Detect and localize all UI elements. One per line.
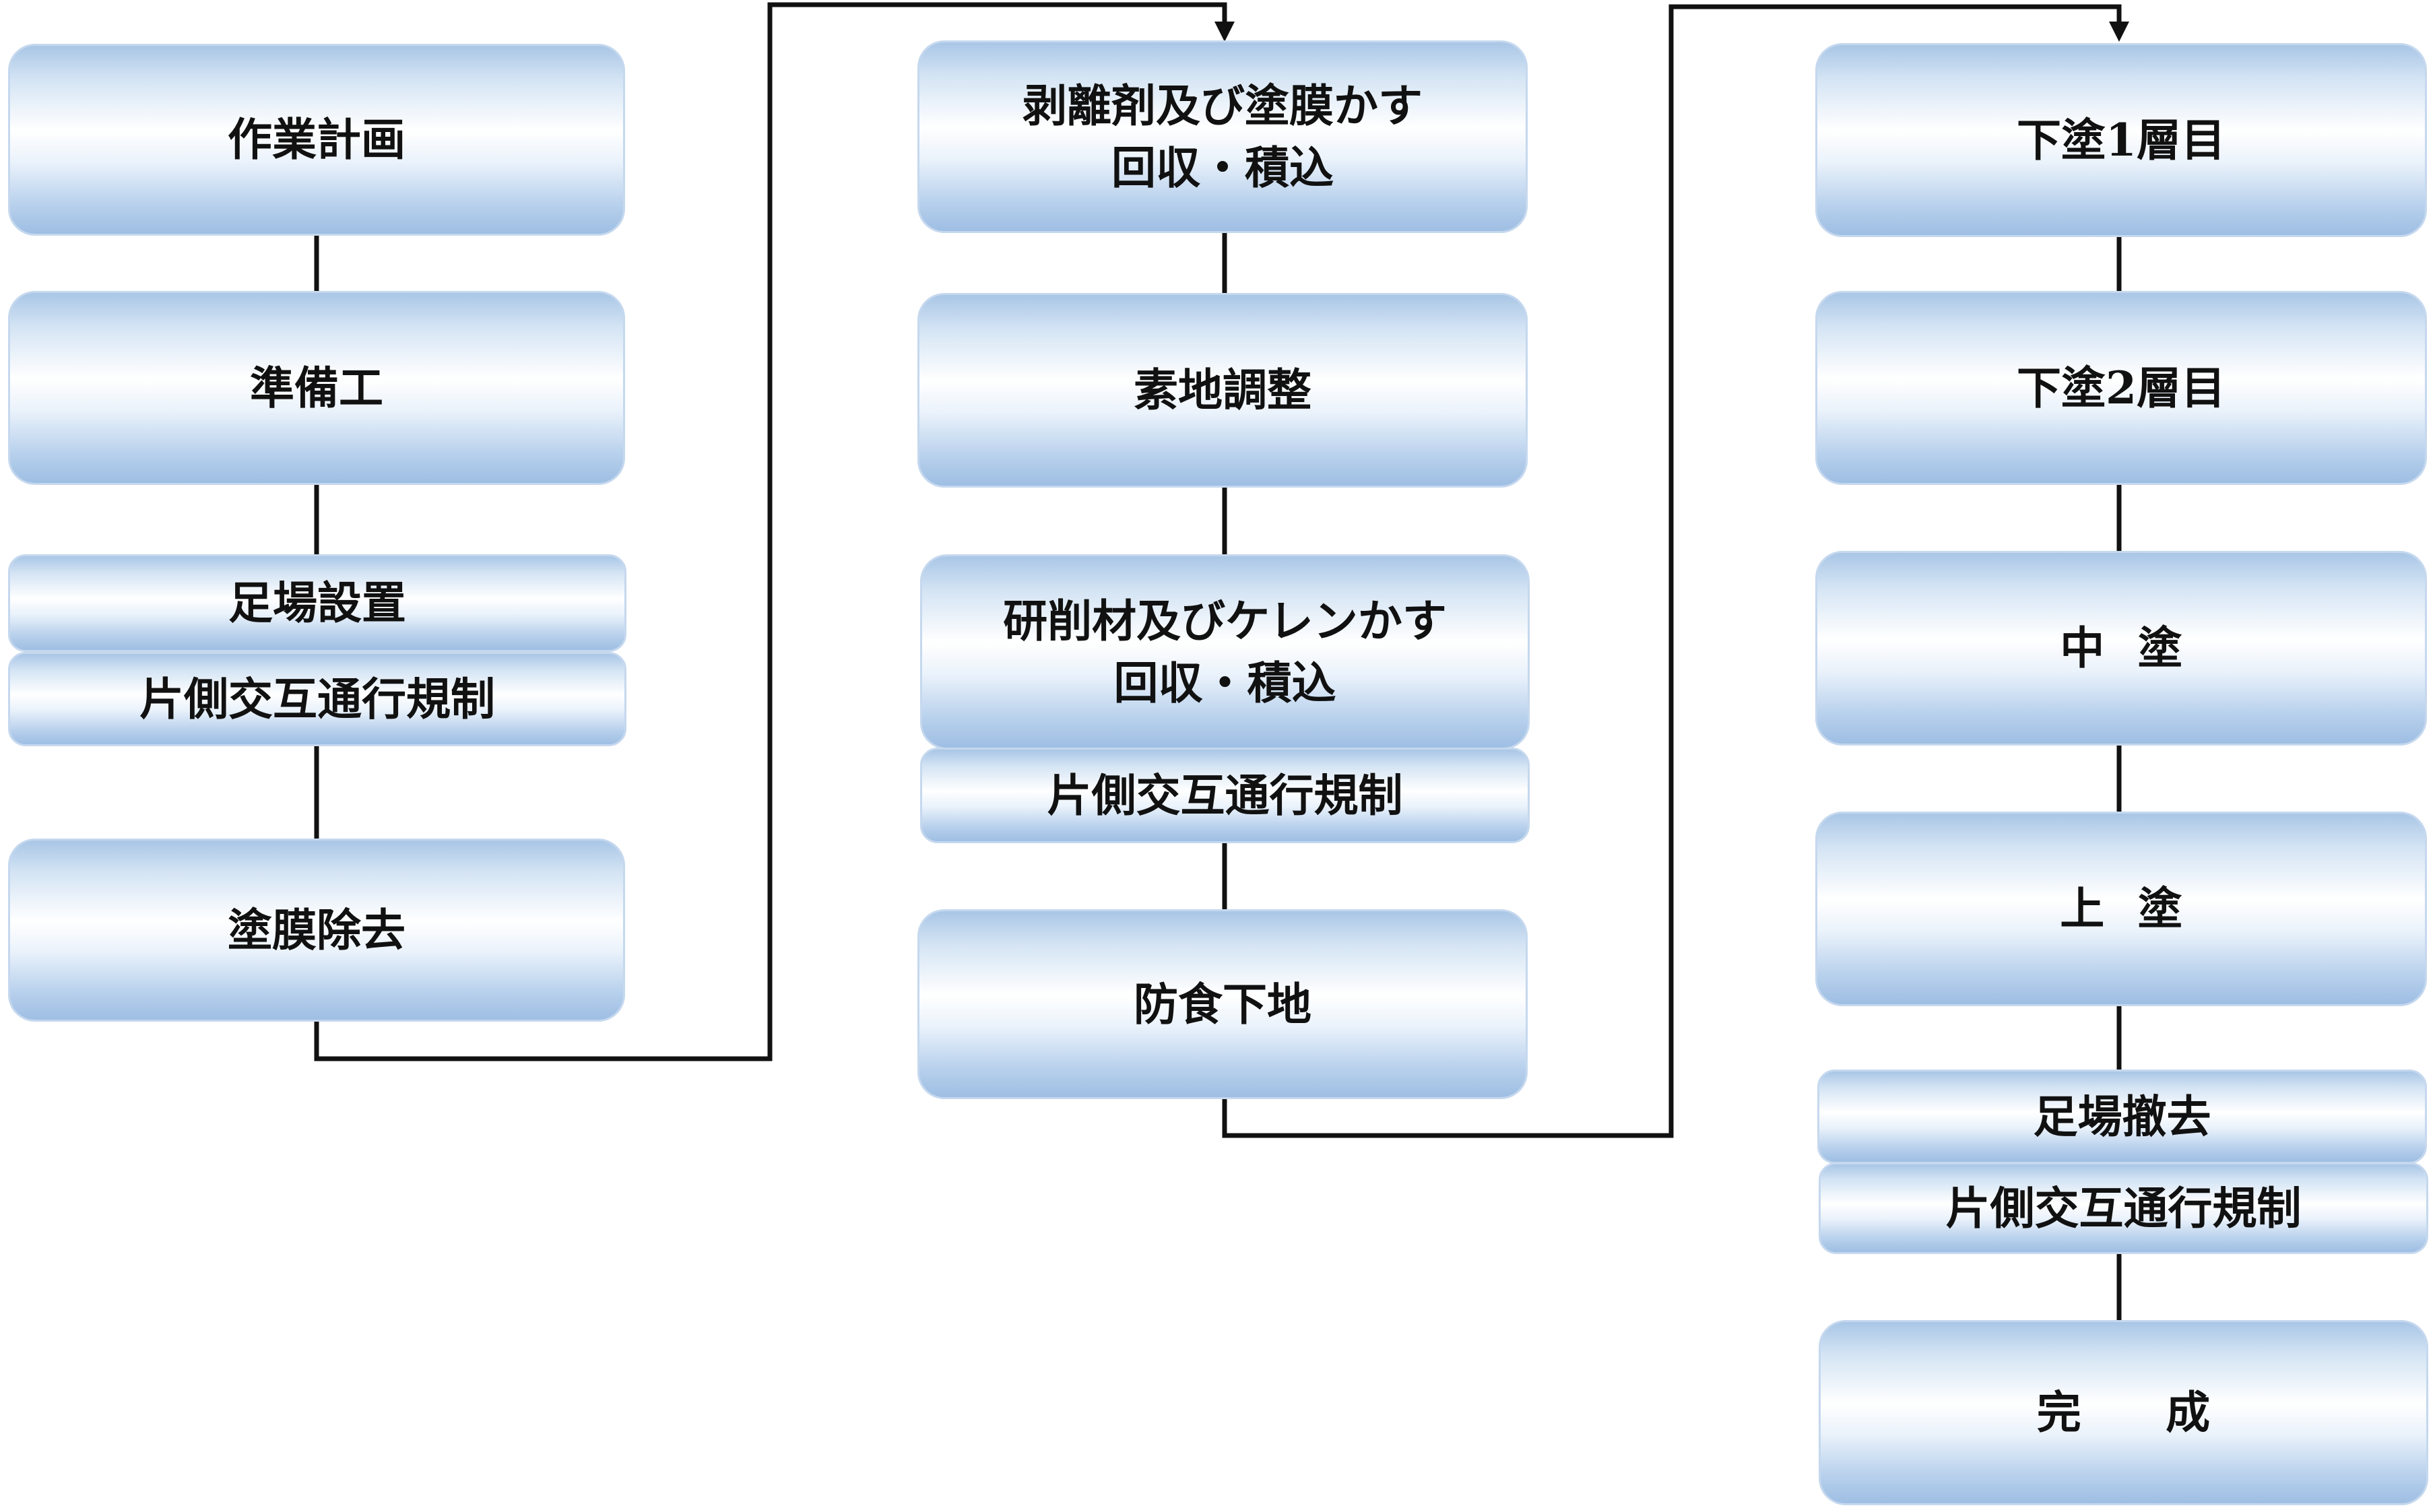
step-label: 片側交互通行規制: [1047, 768, 1403, 822]
step-label: 上塗: [2060, 882, 2216, 935]
step-completion: 完成: [1819, 1320, 2428, 1505]
step-traffic-control-2: 片側交互通行規制: [920, 748, 1530, 843]
connector-c2-to-c3: [1222, 4, 2122, 1138]
step-preparation: 準備工: [8, 291, 625, 485]
step-top-coat: 上塗: [1815, 812, 2427, 1006]
step-scaffold-install: 足場設置: [8, 554, 626, 652]
connector-c1-to-c2: [314, 2, 1227, 1061]
step-label: 下塗2層目: [2017, 361, 2226, 414]
step-label: 片側交互通行規制: [139, 672, 495, 725]
step-label: 片側交互通行規制: [1945, 1181, 2302, 1235]
step-middle-coat: 中塗: [1815, 551, 2427, 746]
step-label: 素地調整: [1134, 364, 1311, 417]
step-label: 研削材及びケレンかす 回収・積込: [1003, 594, 1447, 709]
step-abrasive-collection: 研削材及びケレンかす 回収・積込: [920, 554, 1530, 750]
step-label: 足場撤去: [2033, 1090, 2211, 1143]
step-traffic-control-1: 片側交互通行規制: [8, 652, 626, 746]
step-paint-removal: 塗膜除去: [8, 839, 625, 1022]
step-label: 作業計画: [228, 113, 405, 166]
step-surface-preparation: 素地調整: [917, 293, 1528, 488]
step-label: 足場設置: [228, 577, 406, 630]
step-label: 完成: [2036, 1386, 2295, 1439]
arrowhead-c2: [1214, 22, 1235, 42]
step-label: 防食下地: [1134, 977, 1311, 1030]
step-anticorrosion-base: 防食下地: [917, 909, 1528, 1099]
step-undercoat-1: 下塗1層目: [1815, 43, 2427, 237]
step-traffic-control-3: 片側交互通行規制: [1819, 1162, 2428, 1254]
arrowhead-c3: [2109, 22, 2129, 42]
step-scaffold-removal: 足場撤去: [1817, 1070, 2427, 1164]
step-label: 下塗1層目: [2017, 113, 2226, 166]
step-undercoat-2: 下塗2層目: [1815, 291, 2427, 485]
step-label: 準備工: [250, 361, 383, 414]
step-label: 塗膜除去: [228, 903, 405, 956]
step-stripper-collection: 剥離剤及び塗膜かす 回収・積込: [917, 40, 1528, 233]
step-work-plan: 作業計画: [8, 44, 625, 236]
step-label: 剥離剤及び塗膜かす 回収・積込: [1022, 79, 1423, 194]
step-label: 中塗: [2060, 622, 2216, 675]
